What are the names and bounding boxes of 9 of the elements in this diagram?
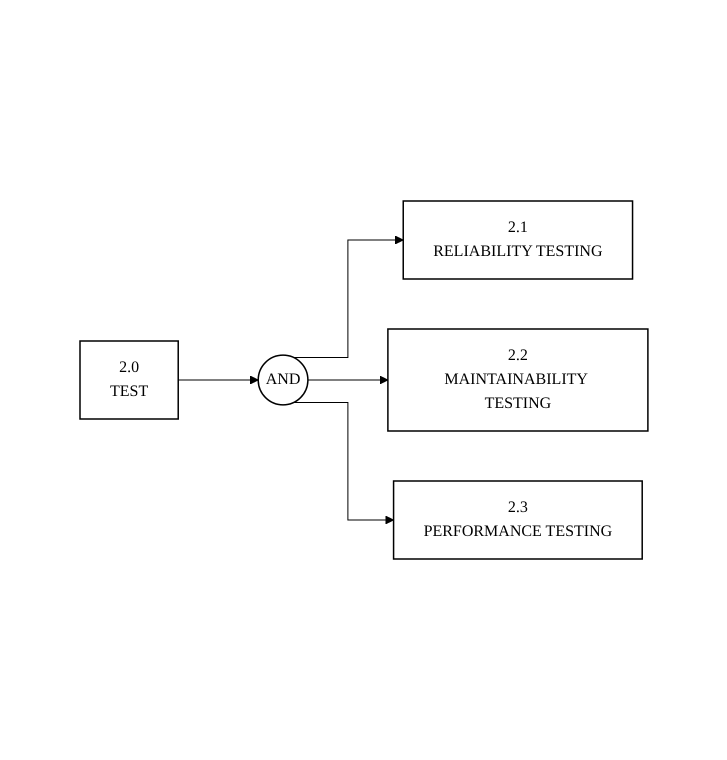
arrow [177,376,258,384]
node-circle: AND [257,354,308,406]
node-box: 2.2 MAINTAINABILITY TESTING [386,328,648,432]
arrow [292,236,404,358]
node-box: 2.0 TEST [78,340,179,420]
arrow [306,376,388,384]
arrow [292,402,394,524]
node-box: 2.3 PERFORMANCE TESTING [392,480,642,560]
node-box: 2.1 RELIABILITY TESTING [402,200,633,280]
